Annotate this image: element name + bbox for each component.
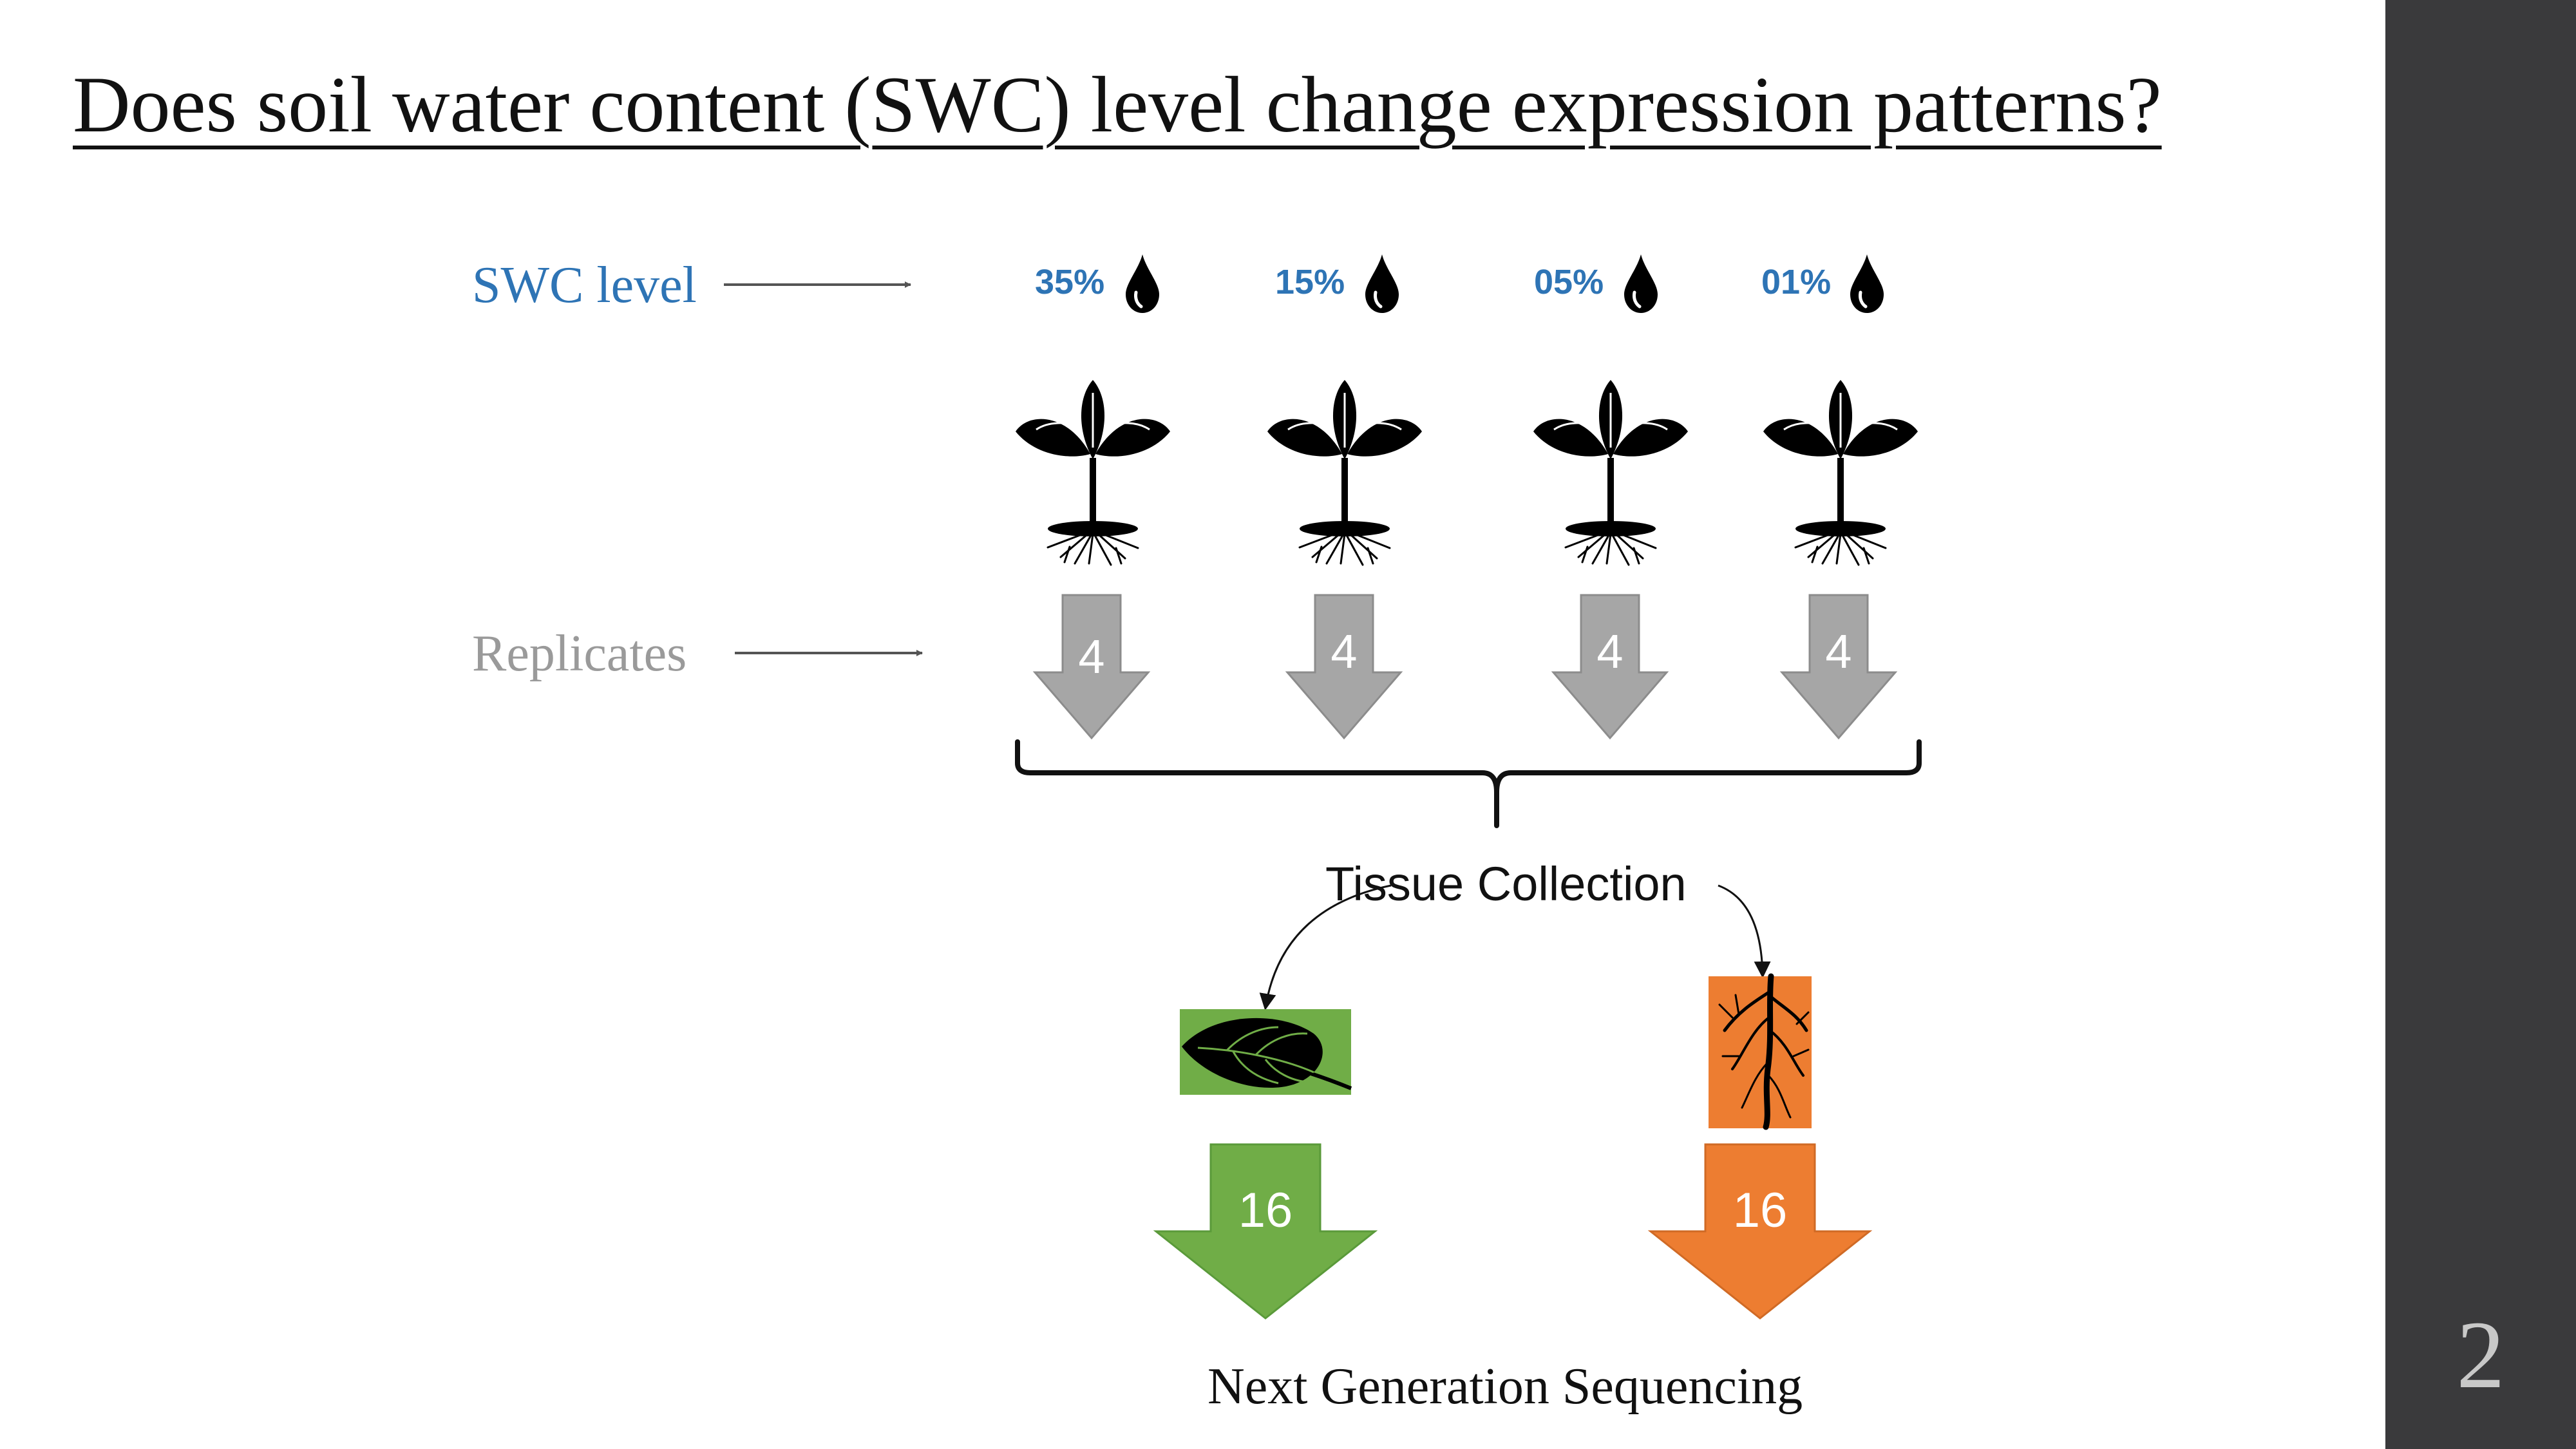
page-number: 2	[2456, 1302, 2505, 1408]
tissue-collection-label: Tissue Collection	[1325, 857, 1687, 911]
replicate-count: 4	[1825, 625, 1852, 678]
root-icon	[1709, 973, 1812, 1130]
slide-title: Does soil water content (SWC) level chan…	[73, 61, 2162, 149]
leaf-icon	[1180, 1009, 1352, 1095]
tissue-to-leaf-arrow	[1259, 884, 1392, 1010]
water-drop-icon	[1126, 254, 1159, 313]
grouping-brace	[1015, 739, 1922, 828]
replicate-count: 4	[1331, 625, 1357, 678]
slide-sidebar: 2	[2385, 0, 2576, 1449]
swc-percent-15: 15%	[1275, 263, 1345, 301]
swc-percent-35: 35%	[1035, 263, 1105, 301]
water-drop-icon	[1850, 254, 1884, 313]
experiment-diagram: 4 4 4 4	[724, 0, 1922, 1320]
leaf-sample-count: 16	[1238, 1183, 1293, 1238]
water-drop-icon	[1365, 254, 1399, 313]
replicate-count: 4	[1078, 630, 1104, 683]
plant-icon	[1266, 379, 1423, 566]
slide: Does soil water content (SWC) level chan…	[73, 0, 2162, 1415]
plant-icon	[1532, 379, 1689, 566]
tissue-to-root-arrow	[1718, 884, 1771, 978]
sequencing-label: Next Generation Sequencing	[1208, 1358, 1803, 1415]
water-drop-icon	[1624, 254, 1658, 313]
swc-percent-05: 05%	[1534, 263, 1604, 301]
swc-percent-01: 01%	[1761, 263, 1832, 301]
plant-icon	[1014, 379, 1171, 566]
replicate-count: 4	[1596, 625, 1623, 678]
replicates-label: Replicates	[472, 625, 687, 682]
plant-icon	[1762, 379, 1919, 566]
swc-level-label: SWC level	[472, 257, 697, 314]
root-sample-count: 16	[1733, 1183, 1788, 1238]
